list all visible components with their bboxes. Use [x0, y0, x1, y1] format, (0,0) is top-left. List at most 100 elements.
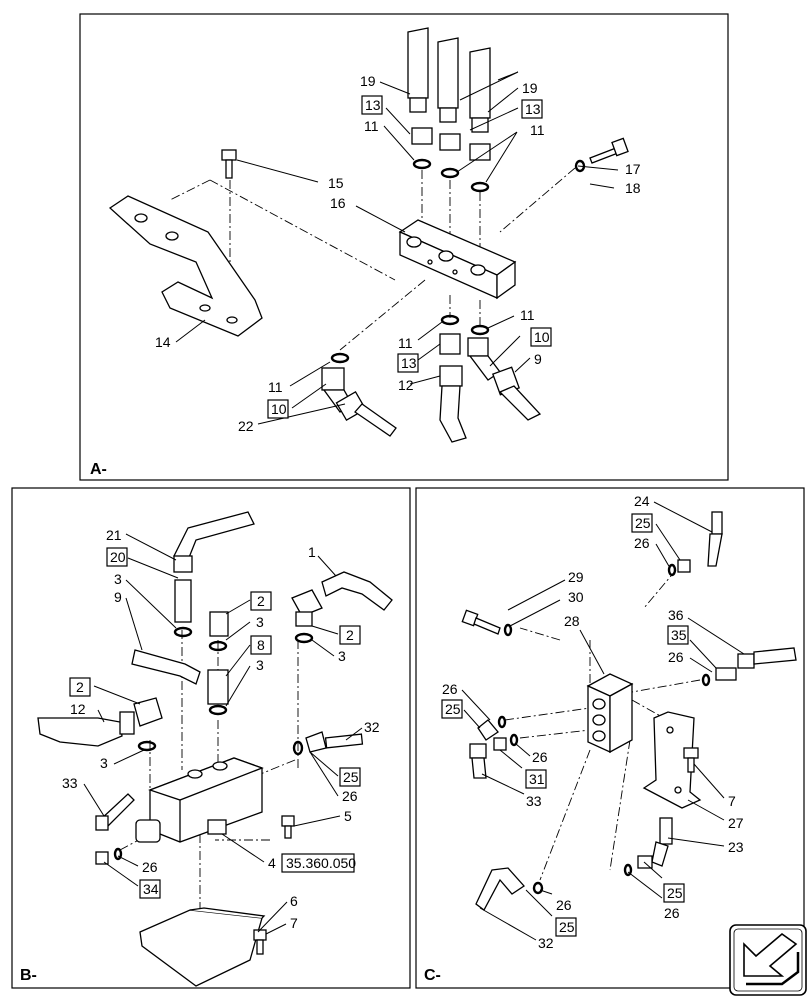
fitting-31: [493, 733, 519, 751]
callout: 3: [256, 657, 264, 673]
panel-b-frame: [11, 487, 411, 989]
callout: 29: [568, 569, 584, 585]
bolt-17: [574, 137, 629, 173]
callout: 12: [398, 377, 414, 393]
fitting-23: [623, 817, 673, 877]
callout: 11: [364, 118, 379, 134]
fitting-13-top: [411, 127, 491, 193]
hose-12: [439, 333, 467, 443]
bracket-27: [642, 711, 702, 809]
bolt-29: [461, 609, 513, 637]
callout: 24: [634, 493, 650, 509]
callout-boxed: 34: [143, 881, 159, 897]
callout: 18: [625, 180, 641, 196]
fitting-2-top: [207, 611, 229, 716]
callout: 4: [268, 855, 276, 871]
hose-36: [701, 647, 797, 687]
callout: 33: [526, 793, 542, 809]
callout-boxed: 25: [667, 885, 683, 901]
callout-boxed: 31: [529, 771, 545, 787]
fitting-33: [95, 793, 135, 831]
hose-32-c: [475, 867, 544, 911]
callout: 1: [308, 544, 316, 560]
panel-a-frame: [79, 13, 729, 481]
callout: 19: [360, 73, 376, 89]
callout: 3: [256, 614, 264, 630]
fitting-32: [292, 731, 364, 756]
callout: 36: [668, 607, 684, 623]
callout: 28: [564, 613, 580, 629]
bolt-15: [221, 149, 237, 179]
callout: 3: [338, 648, 346, 664]
callout: 3: [100, 755, 108, 771]
bolt-5: [281, 815, 295, 839]
callout-boxed: 2: [257, 593, 265, 609]
callout-boxed: 25: [559, 919, 575, 935]
hose-21: [173, 511, 255, 638]
callout: 9: [114, 589, 122, 605]
callout: 6: [290, 893, 298, 909]
callout: 16: [330, 195, 346, 211]
callout: 11: [530, 122, 545, 138]
callout-boxed: 13: [525, 101, 541, 117]
callout: 26: [442, 681, 458, 697]
callout-boxed: 10: [534, 329, 550, 345]
callout-boxed: 13: [365, 97, 381, 113]
callout-boxed: 13: [401, 355, 417, 371]
fitting-33-c: [469, 743, 487, 779]
callout: 22: [238, 418, 254, 434]
callout-boxed: 25: [343, 769, 359, 785]
callout-boxed: 10: [271, 401, 287, 417]
fitting-24: [667, 511, 723, 577]
panel-b: 21 20 3 9 2 3 8 3 1 2 3 2 12 3 32 25 26 …: [11, 487, 411, 989]
callout-boxed: 25: [445, 701, 461, 717]
callout: 32: [364, 719, 380, 735]
callout: 26: [532, 749, 548, 765]
callout-boxed: 35: [671, 627, 687, 643]
callout: 15: [328, 175, 344, 191]
callout: 26: [668, 649, 684, 665]
panel-c-frame: [415, 487, 805, 989]
callout: 26: [634, 535, 650, 551]
plate-6: [139, 907, 267, 987]
callout: 12: [70, 701, 86, 717]
callout: 33: [62, 775, 78, 791]
callout: 7: [728, 793, 736, 809]
panel-a-label: A-: [90, 461, 107, 478]
panel-b-label: B-: [20, 967, 37, 984]
callout-boxed: 2: [346, 627, 354, 643]
callout: 3: [114, 571, 122, 587]
arrow-icon[interactable]: [729, 924, 807, 996]
callout: 27: [728, 815, 744, 831]
callout: 5: [344, 808, 352, 824]
bracket-14: [108, 195, 263, 337]
valve-body: [135, 757, 264, 843]
callout-boxed: 35.360.050: [286, 855, 356, 871]
callout: 14: [155, 334, 171, 350]
hose-19-set: [407, 27, 491, 133]
callout: 23: [728, 839, 744, 855]
panel-a: 19 19 13 13 11 11 15 17 18 16 14 11 11 1…: [79, 13, 729, 481]
callout: 11: [398, 335, 413, 351]
panel-c-label: C-: [424, 967, 441, 984]
panel-c: 24 25 26 29 30 28 36 35 26 26 25 26 31 3…: [415, 487, 805, 989]
callout: 19: [522, 80, 538, 96]
callout: 26: [556, 897, 572, 913]
callout: 26: [342, 788, 358, 804]
fitting-25-left: [477, 715, 507, 741]
hose-9: [467, 337, 542, 421]
hose-12-b: [37, 697, 163, 752]
callout: 30: [568, 589, 584, 605]
callout: 26: [664, 905, 680, 921]
callout: 9: [534, 351, 542, 367]
manifold-block-16: [398, 219, 517, 300]
hose-22: [321, 367, 397, 437]
callout-boxed: 8: [257, 637, 265, 653]
callout-boxed: 25: [635, 515, 651, 531]
callout-boxed: 20: [110, 549, 126, 565]
callout: 11: [268, 379, 283, 395]
callout: 7: [290, 915, 298, 931]
hose-9-b: [131, 649, 201, 685]
hose-1: [291, 571, 393, 644]
